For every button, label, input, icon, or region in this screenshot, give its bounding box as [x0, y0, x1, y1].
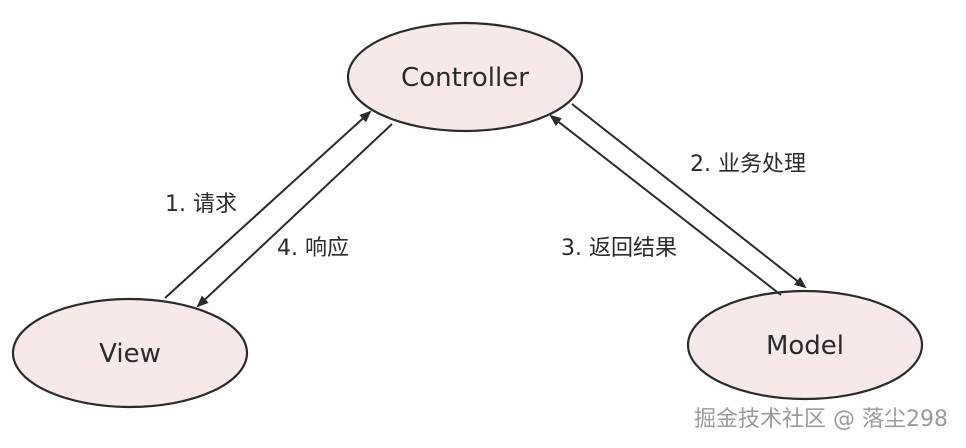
- response-arrow: [196, 123, 393, 308]
- model-ellipse: [686, 289, 924, 401]
- watermark-text: 掘金技术社区 @ 落尘298: [694, 407, 948, 432]
- view-node: View: [11, 297, 249, 409]
- view-label: View: [99, 339, 161, 369]
- controller-ellipse: [346, 21, 584, 133]
- request-label: 1. 请求: [165, 192, 237, 217]
- response-label: 4. 响应: [277, 236, 349, 261]
- controller-label: Controller: [401, 63, 529, 93]
- view-ellipse: [11, 297, 249, 409]
- model-node: Model: [686, 289, 924, 401]
- request-arrow: [164, 110, 372, 299]
- model-label: Model: [766, 331, 844, 361]
- return-result-arrow: [549, 114, 782, 296]
- return-result-label: 3. 返回结果: [561, 236, 677, 261]
- process-arrow: [571, 103, 807, 289]
- process-label: 2. 业务处理: [690, 152, 806, 177]
- controller-node: Controller: [346, 21, 584, 133]
